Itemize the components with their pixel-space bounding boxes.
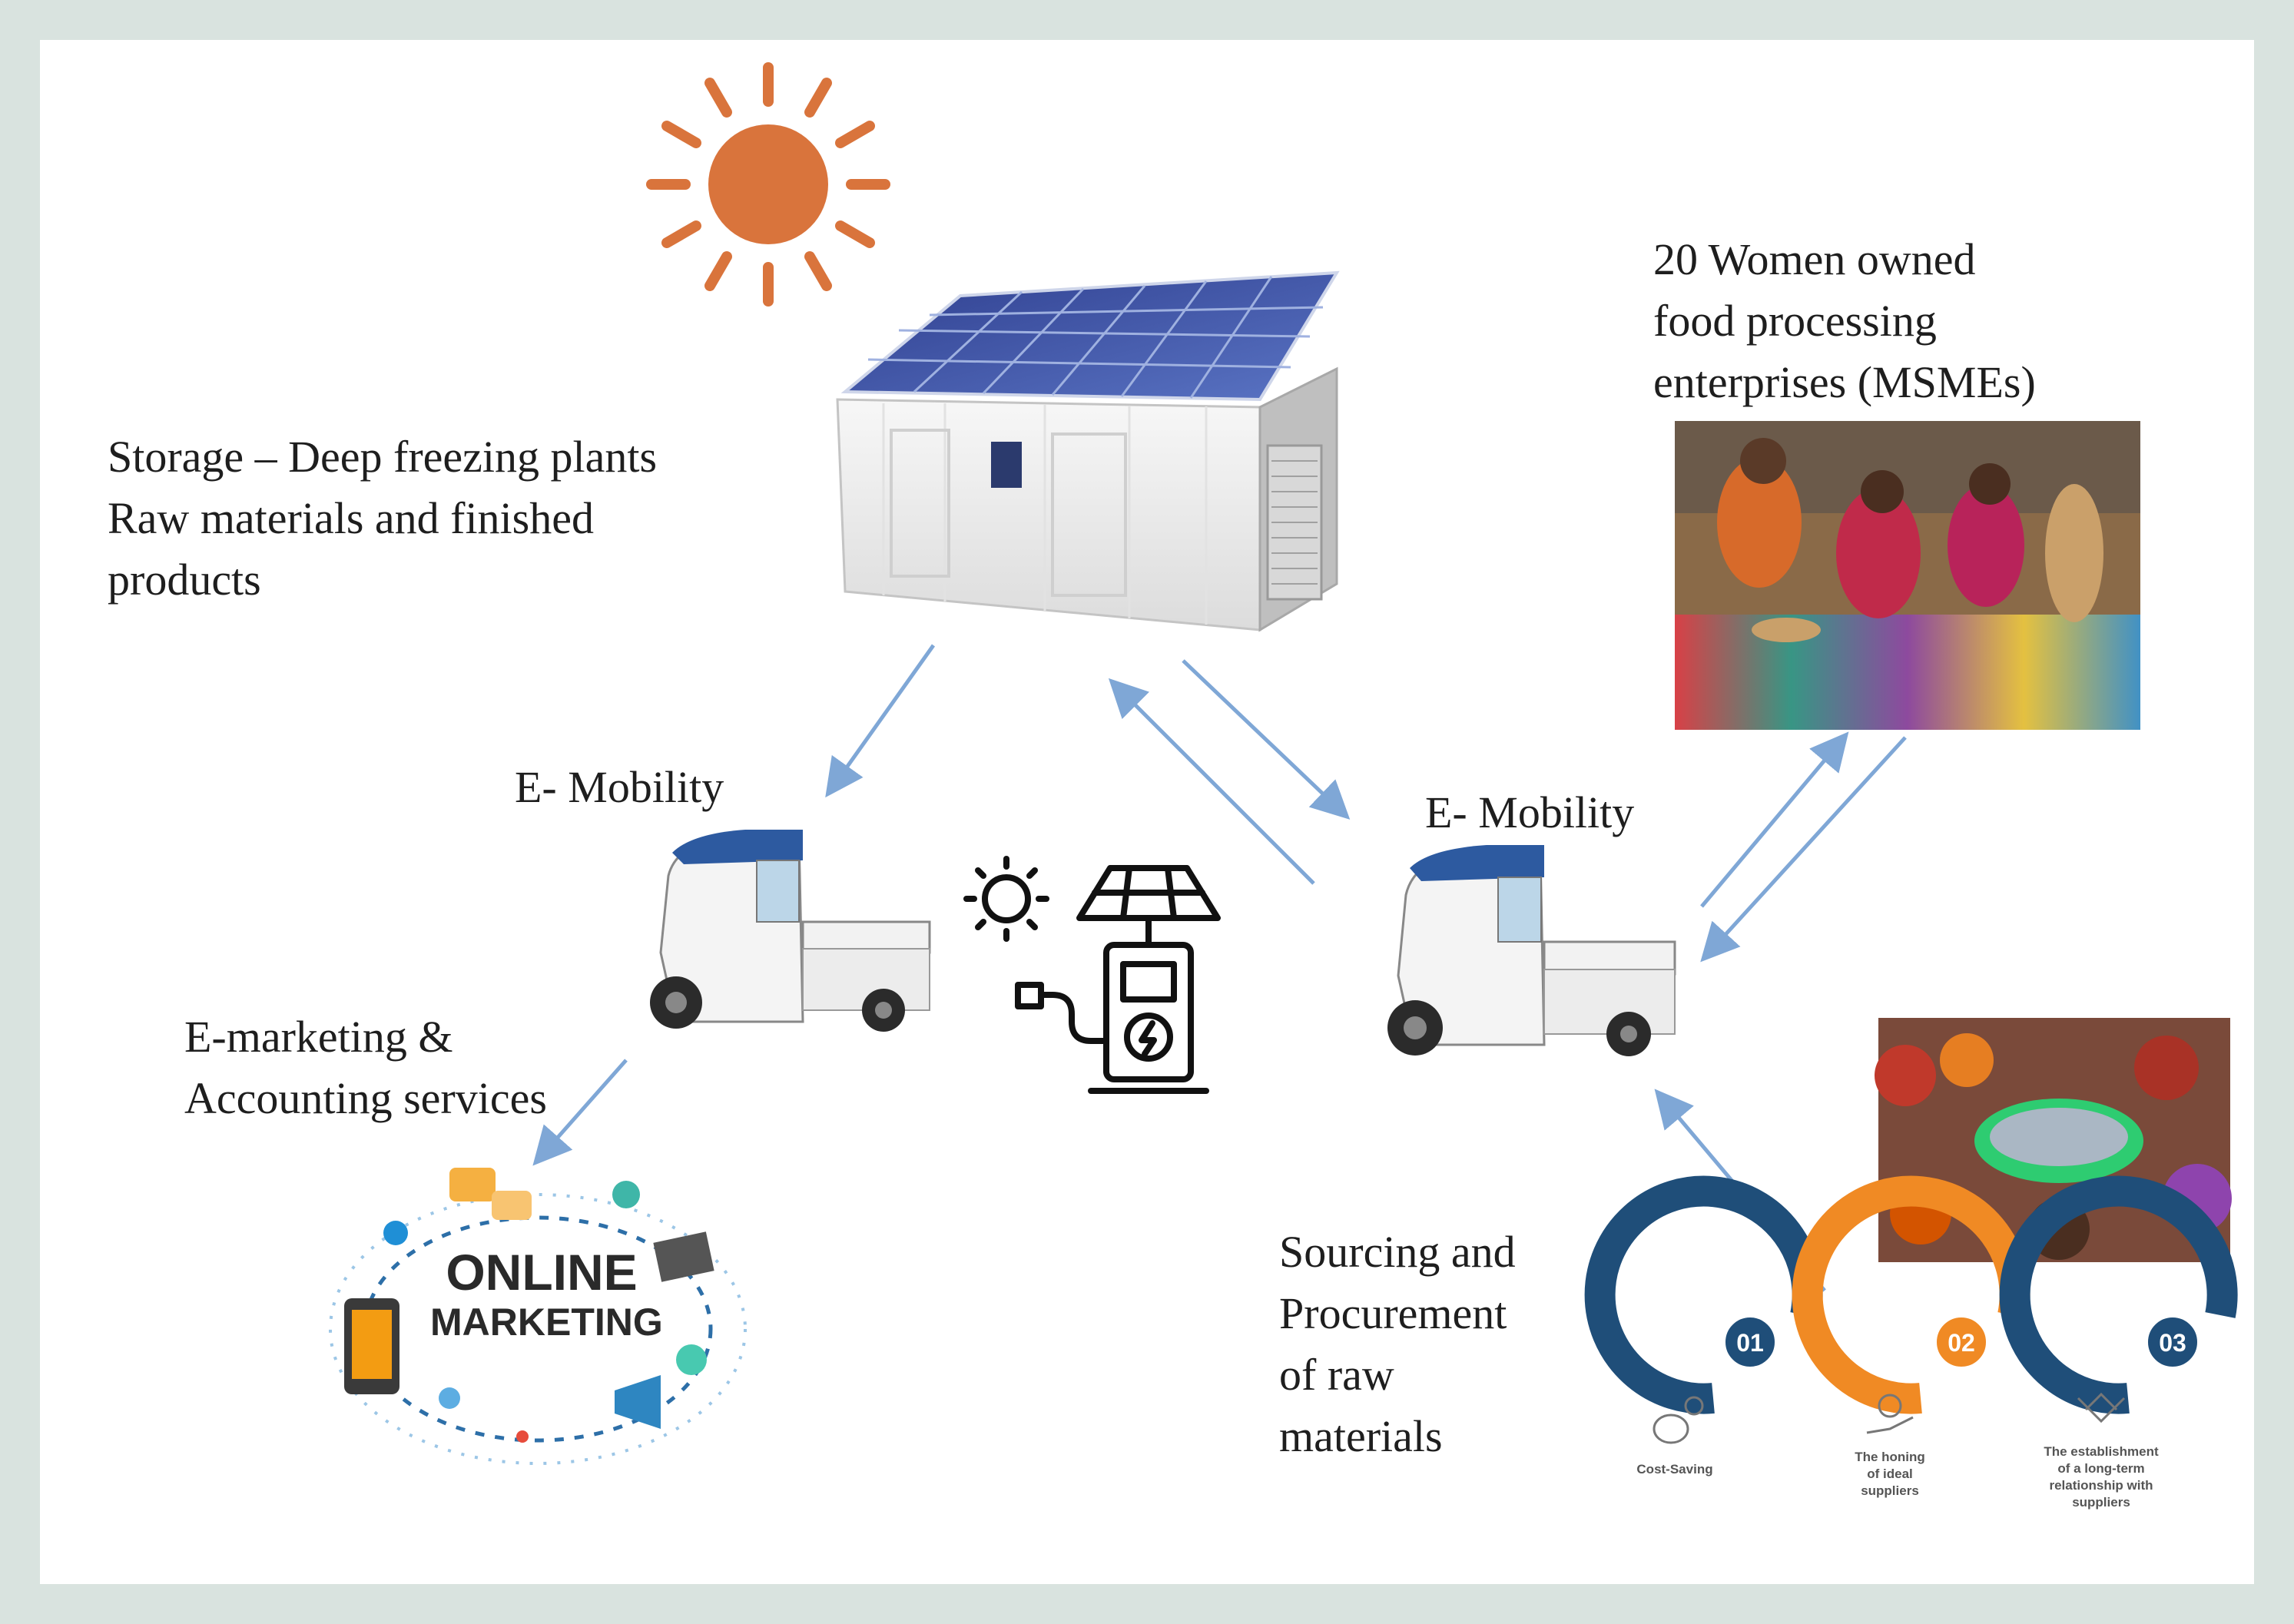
arrow-storage-to-right-mobility <box>1182 659 1351 820</box>
cycle-num-2: 02 <box>1948 1329 1975 1357</box>
emarketing-label: E-marketing & Accounting services <box>184 1006 547 1129</box>
storage-label-line3: products <box>108 555 261 605</box>
arrow-mobility-to-enterprises <box>1700 731 1849 908</box>
megaphone-icon <box>615 1375 661 1429</box>
emarketing-label-line2: Accounting services <box>184 1073 547 1123</box>
cold-storage-container-icon <box>836 270 1340 632</box>
online-marketing-graphic <box>329 1168 747 1465</box>
globe-icon <box>676 1344 707 1375</box>
handshake-icon <box>2077 1392 2126 1423</box>
emobility-right-label: E- Mobility <box>1425 787 1635 837</box>
cycle-caption-2a: The honing <box>1855 1450 1925 1464</box>
emarketing-label-line1: E-marketing & <box>184 1012 453 1062</box>
emobility-left-label: E- Mobility <box>515 762 724 812</box>
electric-rickshaw-icon <box>650 830 931 1032</box>
cycle-num-1: 01 <box>1736 1329 1764 1357</box>
solar-charging-station-icon <box>963 856 1221 1094</box>
storage-label-line1: Storage – Deep freezing plants <box>108 432 658 482</box>
storage-label-line2: Raw materials and finished <box>108 493 594 543</box>
lightbulb-icon <box>612 1181 640 1208</box>
sun-icon <box>646 62 890 307</box>
arrow-left-mobility-to-emarketing <box>532 1059 628 1166</box>
enterprises-label-line3: enterprises (MSMEs) <box>1653 357 2036 407</box>
money-bag-icon <box>1653 1396 1704 1444</box>
sourcing-label: Sourcing and Procurement of raw material… <box>1279 1221 1516 1467</box>
cycle-caption-3d: suppliers <box>2072 1495 2130 1510</box>
chat-bubble-icon <box>449 1168 496 1201</box>
electric-rickshaw-icon <box>1387 845 1676 1056</box>
arrow-storage-to-left-mobility <box>825 644 936 798</box>
clapperboard-icon <box>653 1231 714 1282</box>
online-marketing-title: ONLINE MARKETING <box>430 1244 663 1344</box>
arrow-enterprises-to-mobility <box>1700 736 1907 963</box>
women-enterprises-photo <box>1675 421 2140 730</box>
cycle-caption-1: Cost-Saving <box>1636 1462 1712 1477</box>
hand-supplier-icon <box>1866 1394 1914 1434</box>
cycle-caption-3c: relationship with <box>2049 1478 2153 1493</box>
enterprises-label-line1: 20 Women owned <box>1653 234 1976 284</box>
sourcing-label-line2: Procurement <box>1279 1288 1507 1338</box>
cycle-caption-3a: The establishment <box>2044 1444 2159 1459</box>
arrow-right-mobility-to-storage <box>1108 678 1315 885</box>
cycle-caption-3b: of a long-term <box>2057 1461 2144 1476</box>
online-marketing-line1: ONLINE <box>446 1244 638 1301</box>
online-marketing-line2: MARKETING <box>430 1301 663 1344</box>
sourcing-label-line1: Sourcing and <box>1279 1227 1516 1277</box>
enterprises-label-line2: food processing <box>1653 296 1937 346</box>
cycle-caption-2c: suppliers <box>1861 1483 1919 1498</box>
enterprises-label: 20 Women owned food processing enterpris… <box>1653 229 2036 413</box>
sourcing-label-line4: materials <box>1279 1411 1443 1461</box>
storage-label: Storage – Deep freezing plants Raw mater… <box>108 426 657 611</box>
cycle-caption-2b: of ideal <box>1867 1467 1913 1481</box>
sourcing-label-line3: of raw <box>1279 1350 1394 1400</box>
cycle-num-3: 03 <box>2159 1329 2186 1357</box>
